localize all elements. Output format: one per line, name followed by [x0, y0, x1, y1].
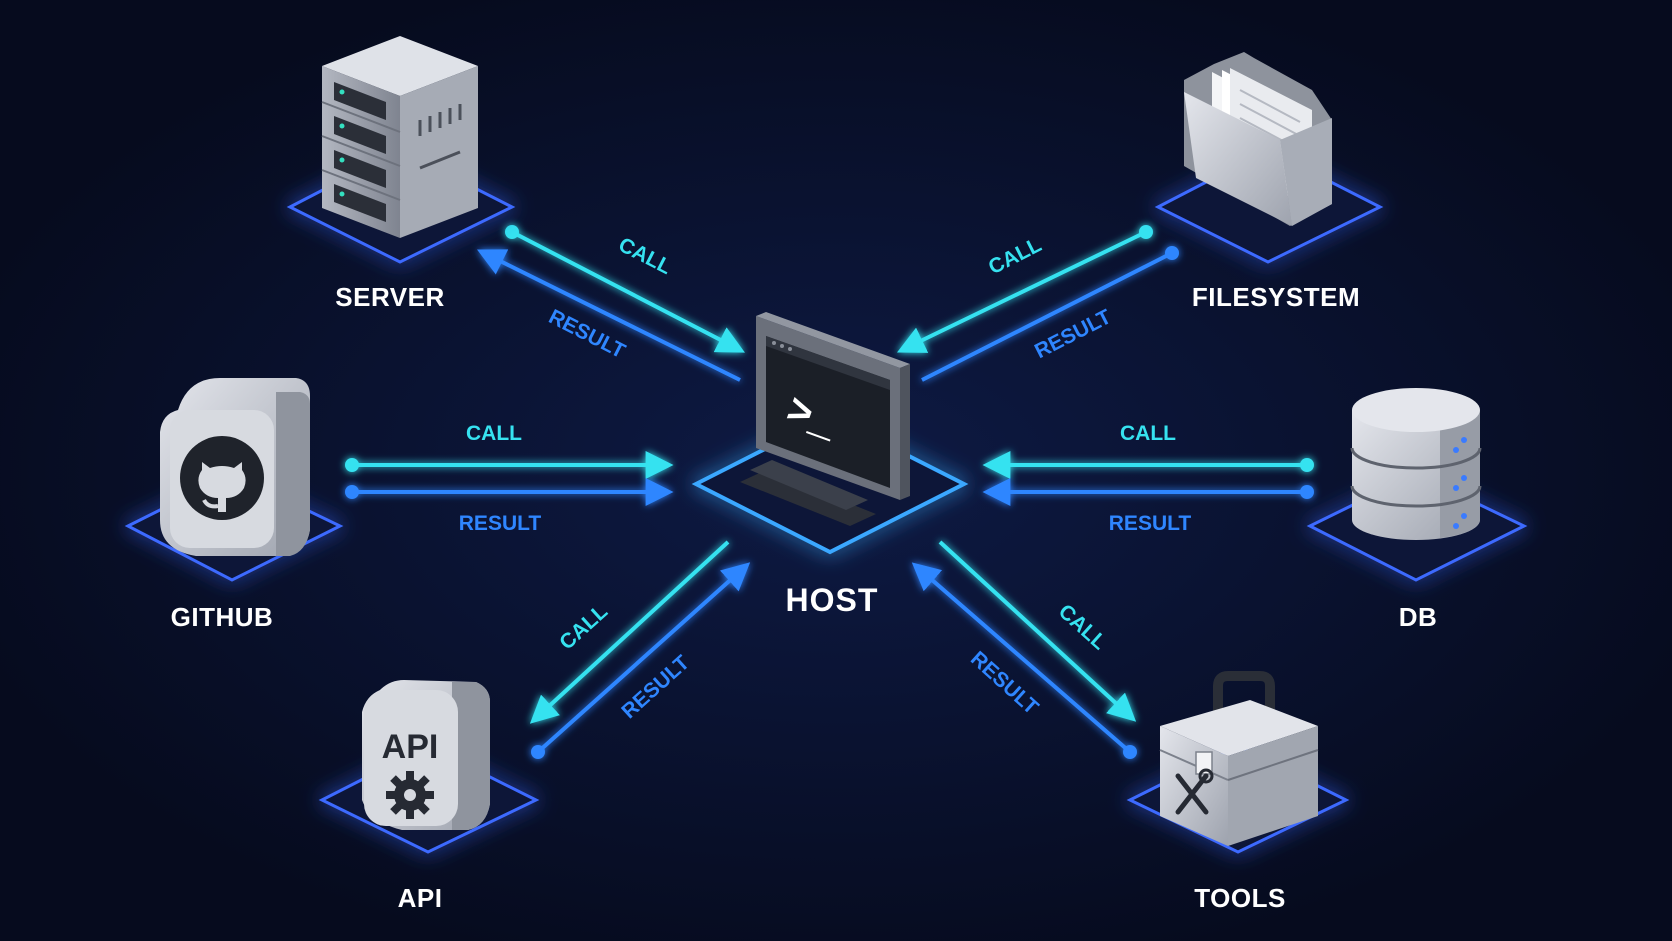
call-arrow-tools — [938, 540, 1137, 722]
api-node: API API — [362, 680, 490, 913]
edge-api — [529, 540, 751, 759]
call-arrow-filesystem — [896, 230, 1147, 353]
call-arrow-api — [529, 540, 730, 724]
result-arrow-filesystem — [921, 251, 1173, 382]
tools-label: TOOLS — [1194, 883, 1286, 913]
result-endpoint-github — [345, 485, 359, 499]
result-endpoint-db — [1300, 485, 1314, 499]
github-label: GITHUB — [171, 602, 274, 632]
result-endpoint-filesystem — [1165, 246, 1179, 260]
filesystem-label: FILESYSTEM — [1192, 282, 1360, 312]
github-cube-icon — [160, 378, 310, 556]
toolbox-icon — [1159, 671, 1319, 846]
api-label: API — [398, 883, 443, 913]
edge-tools — [911, 540, 1137, 759]
server-rack-icon — [321, 36, 478, 238]
result-endpoint-api — [531, 745, 545, 759]
api-gear-icon: API — [362, 680, 490, 830]
server-label: SERVER — [335, 282, 444, 312]
database-icon — [1350, 388, 1482, 540]
call-endpoint-filesystem — [1139, 225, 1153, 239]
call-arrow-server — [511, 230, 745, 353]
github-node: GITHUB — [160, 378, 310, 632]
host-node: >_ HOST — [740, 312, 910, 618]
edge-server — [476, 225, 745, 382]
call-label-db: CALL — [1120, 422, 1176, 445]
edge-db — [982, 451, 1314, 506]
host-label: HOST — [786, 582, 879, 618]
call-endpoint-db — [1300, 458, 1314, 472]
result-arrow-api — [536, 562, 751, 754]
db-node: DB — [1350, 388, 1482, 632]
db-label: DB — [1399, 602, 1438, 632]
result-arrow-server — [476, 249, 741, 382]
edge-filesystem — [896, 225, 1179, 382]
call-label-github: CALL — [466, 422, 522, 445]
result-endpoint-tools — [1123, 745, 1137, 759]
result-label-github: RESULT — [459, 512, 542, 535]
call-endpoint-github — [345, 458, 359, 472]
connections — [345, 225, 1314, 759]
filesystem-node: FILESYSTEM — [1184, 52, 1360, 312]
result-arrow-tools — [911, 562, 1132, 754]
call-endpoint-server — [505, 225, 519, 239]
server-node: SERVER — [321, 36, 478, 312]
edge-github — [345, 451, 674, 506]
result-label-db: RESULT — [1109, 512, 1192, 535]
terminal-monitor-icon: >_ — [740, 312, 910, 526]
folder-files-icon — [1184, 52, 1332, 226]
api-badge-text: API — [382, 728, 439, 766]
tools-node: TOOLS — [1159, 671, 1319, 913]
